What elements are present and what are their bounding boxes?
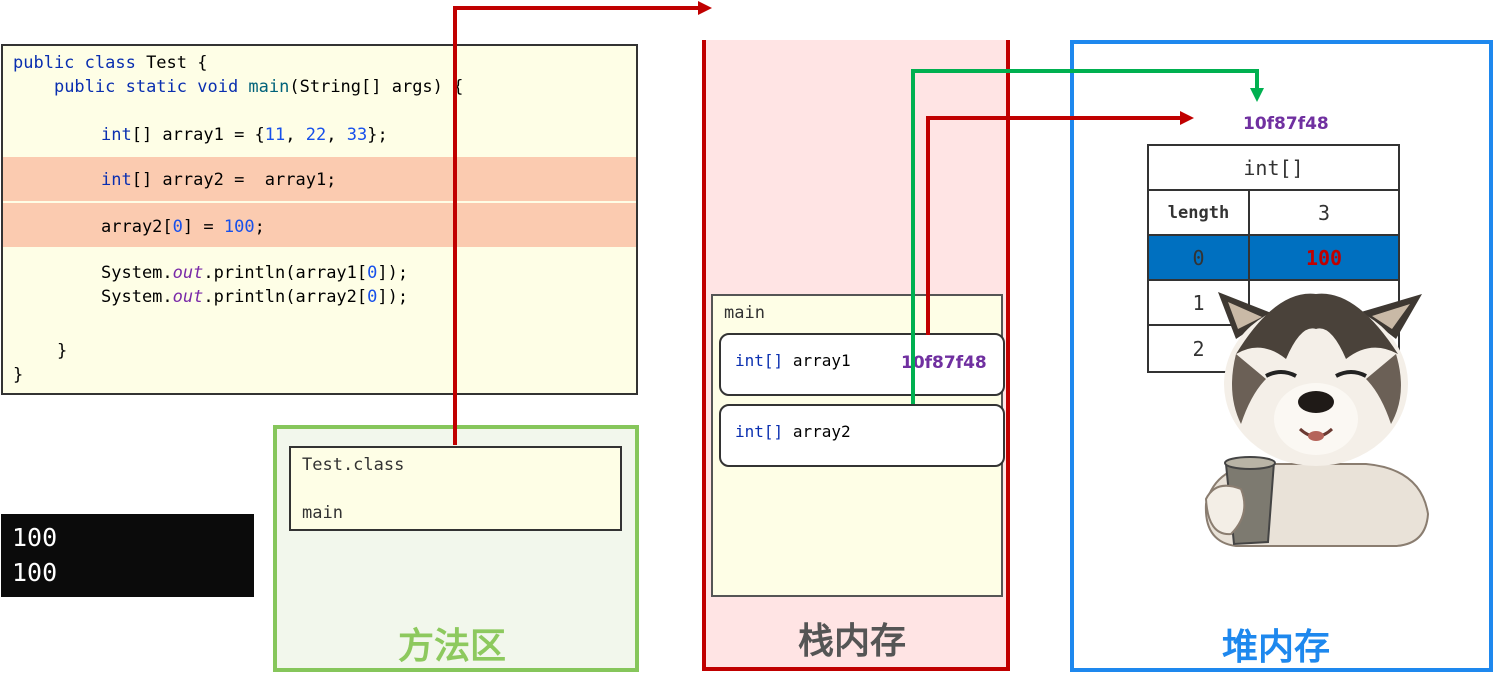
arrow-head	[1250, 88, 1264, 102]
class-name: Test.class	[302, 455, 405, 475]
frame-name: main	[724, 303, 765, 323]
method-area-title: 方法区	[398, 626, 507, 667]
console-line: 100	[12, 558, 58, 587]
heap-address: 10f87f48	[1243, 114, 1329, 134]
main-stack-frame: main int[] array1 10f87f48 int[] array2	[711, 294, 1005, 597]
highlight-line-array2	[3, 157, 636, 201]
array-type-header: int[]	[1147, 144, 1400, 191]
code-line-close-main: }	[57, 341, 68, 361]
code-line-class: public class Test {	[13, 53, 208, 73]
class-method: main	[302, 503, 343, 523]
var-box-array2: int[] array2	[719, 404, 1005, 467]
arrow-array2-to-heap	[911, 69, 1259, 404]
length-value: 3	[1248, 189, 1400, 236]
highlight-line-assign	[3, 203, 636, 247]
code-panel: public class Test { public static void m…	[1, 44, 638, 395]
length-label: length	[1147, 189, 1250, 236]
class-box: Test.class main	[289, 446, 622, 531]
code-line-close-class: }	[13, 365, 24, 385]
console-output: 100 100	[1, 514, 254, 597]
arrow-method-to-stack	[453, 6, 700, 445]
code-line-main: public static void main(String[] args) {	[53, 77, 464, 97]
heap-area-title: 堆内存	[1222, 627, 1331, 668]
code-line-print1: System.out.println(array1[0]);	[101, 263, 409, 283]
var-decl-array2: int[] array2	[735, 422, 851, 441]
var-address-array1: 10f87f48	[901, 353, 987, 373]
arrow-head	[698, 1, 712, 15]
var-box-array1: int[] array1 10f87f48	[719, 333, 1005, 396]
husky-dog-image	[1204, 292, 1430, 547]
var-decl-array1: int[] array1	[735, 351, 851, 370]
code-line-array1: int[] array1 = {11, 22, 33};	[101, 125, 388, 145]
arrow-head	[1180, 111, 1194, 125]
arrow-array1-to-heap	[926, 116, 1182, 335]
stack-area-title: 栈内存	[798, 621, 907, 662]
heap-area: 堆内存	[1070, 40, 1493, 672]
code-line-assign: array2[0] = 100;	[101, 217, 265, 237]
code-line-print2: System.out.println(array2[0]);	[101, 287, 409, 307]
code-line-array2: int[] array2 = array1;	[101, 170, 337, 190]
console-line: 100	[12, 523, 58, 552]
